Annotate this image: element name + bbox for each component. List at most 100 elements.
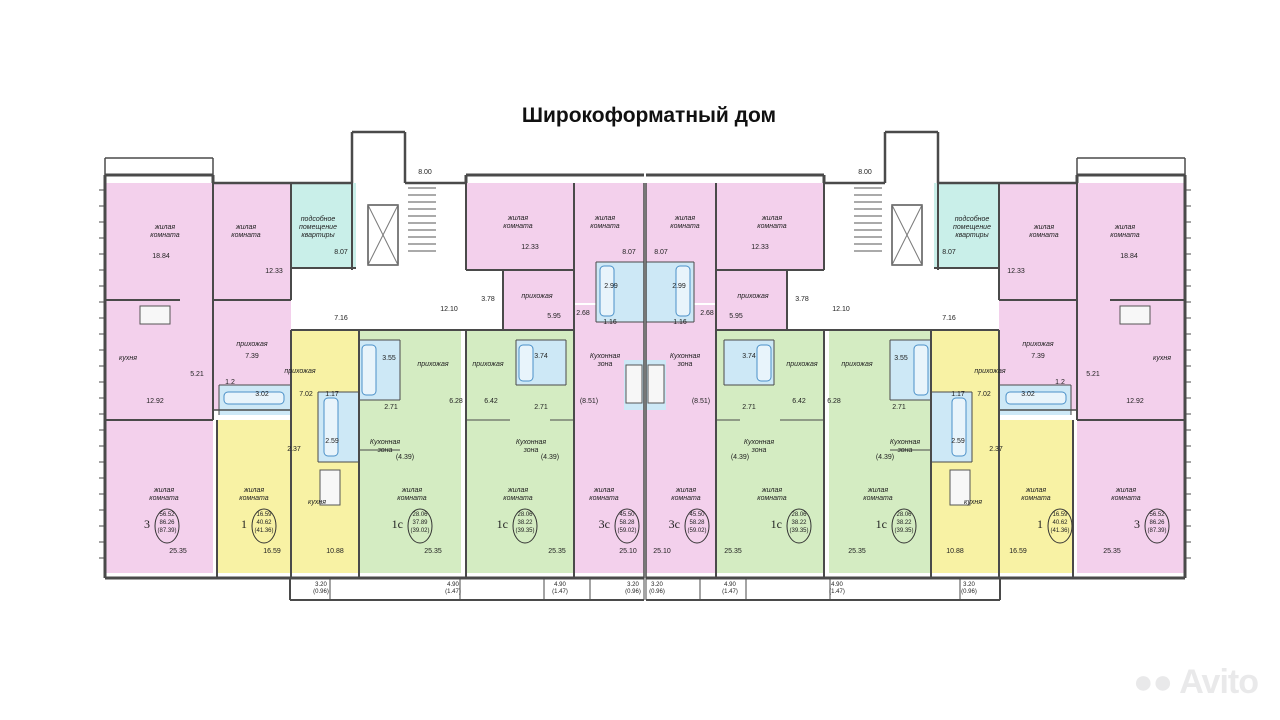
label-living: комната xyxy=(397,495,426,502)
room-living-a3b xyxy=(1077,420,1185,573)
apartment-area: (39.35) xyxy=(515,528,534,534)
room-living-3c-top xyxy=(466,183,574,269)
area: 12.92 xyxy=(1126,398,1144,405)
area: 25.10 xyxy=(619,548,637,555)
apartment-type: 3с xyxy=(599,517,610,531)
room-living-3c-bot xyxy=(646,305,716,573)
area: 1.2 xyxy=(225,379,235,386)
area: (4.39) xyxy=(396,454,414,461)
area: 2.59 xyxy=(325,438,339,445)
label-living: жилая xyxy=(1114,224,1136,231)
label-living: комната xyxy=(757,223,786,230)
walls xyxy=(99,130,1191,601)
apartment-area: 38.22 xyxy=(896,520,912,526)
area: (8.51) xyxy=(692,398,710,405)
area: 2.99 xyxy=(672,283,686,290)
bathtub xyxy=(361,344,377,396)
bathtub xyxy=(951,397,967,457)
label-aux: квартиры xyxy=(301,232,335,239)
area: 12.33 xyxy=(521,244,539,251)
room-fills xyxy=(105,183,1185,573)
area: 8.07 xyxy=(334,249,348,256)
area: 2.71 xyxy=(892,404,906,411)
area: 2.71 xyxy=(742,404,756,411)
area: 1.17 xyxy=(951,391,965,398)
area: 2.68 xyxy=(700,310,714,317)
apartment-type: 3с xyxy=(669,517,680,531)
apartment-area: 28.06 xyxy=(412,512,428,518)
apartment-area: 28.06 xyxy=(517,512,533,518)
room-living-a1 xyxy=(217,420,291,573)
label-living: комната xyxy=(239,495,268,502)
labels: жилаякомната18.84жилаякомната12.33подсоб… xyxy=(119,169,1171,595)
label-kitchen-zone: Кухонная xyxy=(516,439,546,446)
area: 16.59 xyxy=(263,548,281,555)
area: 6.28 xyxy=(827,398,841,405)
area: 6.42 xyxy=(484,398,498,405)
room-living-a3b xyxy=(105,420,213,573)
apartment-area: (41.36) xyxy=(254,528,273,534)
apartment-area: 56.52 xyxy=(159,512,175,518)
label-kitchen: кухня xyxy=(119,355,137,362)
area: 25.35 xyxy=(724,548,742,555)
apartment-area: 16.59 xyxy=(1052,512,1068,518)
label-living: жилая xyxy=(1115,487,1137,494)
apartment-area: (87.39) xyxy=(1147,528,1166,534)
area: 7.39 xyxy=(1031,353,1045,360)
area: 8.00 xyxy=(858,169,872,176)
label-hall: прихожая xyxy=(841,361,873,368)
apartment-area: 37.89 xyxy=(412,520,428,526)
balcony: 4.90 xyxy=(724,582,736,588)
area: 25.35 xyxy=(848,548,866,555)
area: 25.10 xyxy=(653,548,671,555)
area: 3.74 xyxy=(534,353,548,360)
label-kitchen-zone: Кухонная xyxy=(370,439,400,446)
label-living: комната xyxy=(503,223,532,230)
label-living: жилая xyxy=(243,487,265,494)
apartment-area: (39.35) xyxy=(789,528,808,534)
label-kitchen-zone: зона xyxy=(897,447,913,454)
badge-oval xyxy=(614,508,640,544)
area: 25.35 xyxy=(169,548,187,555)
label-kitchen-zone: зона xyxy=(523,447,539,454)
stove xyxy=(319,469,341,506)
balcony: 3.20 xyxy=(651,582,663,588)
apartment-type: 1 xyxy=(241,517,247,531)
label-kitchen-zone: Кухонная xyxy=(670,353,700,360)
badge-oval xyxy=(154,508,180,544)
area: 7.16 xyxy=(334,315,348,322)
label-hall: прихожая xyxy=(472,361,504,368)
stove xyxy=(949,469,971,506)
bathtub xyxy=(223,391,285,405)
badge-oval xyxy=(1047,508,1073,544)
label-living: комната xyxy=(503,495,532,502)
label-hall: прихожая xyxy=(737,293,769,300)
label-living: жилая xyxy=(1033,224,1055,231)
apartment-area: 86.26 xyxy=(159,520,175,526)
label-kitchen-zone: зона xyxy=(597,361,613,368)
elevator-cross xyxy=(367,204,399,266)
area: 1.16 xyxy=(673,319,687,326)
apartment-type: 1с xyxy=(876,517,887,531)
area: 8.07 xyxy=(622,249,636,256)
badge-oval xyxy=(684,508,710,544)
room-hall-3c xyxy=(716,270,787,330)
label-living: жилая xyxy=(594,215,616,222)
label-living: жилая xyxy=(867,487,889,494)
area: 16.59 xyxy=(1009,548,1027,555)
label-living: жилая xyxy=(1025,487,1047,494)
balcony: (1.47) xyxy=(552,589,568,595)
stove xyxy=(1119,305,1151,325)
label-hall: прихожая xyxy=(786,361,818,368)
apartment-area: (41.36) xyxy=(1050,528,1069,534)
area: 1.16 xyxy=(603,319,617,326)
label-living: жилая xyxy=(507,487,529,494)
apartment-type: 1с xyxy=(771,517,782,531)
apartment-area: 45.50 xyxy=(689,512,705,518)
area: 12.10 xyxy=(832,306,850,313)
room-living-a3 xyxy=(1077,183,1185,300)
